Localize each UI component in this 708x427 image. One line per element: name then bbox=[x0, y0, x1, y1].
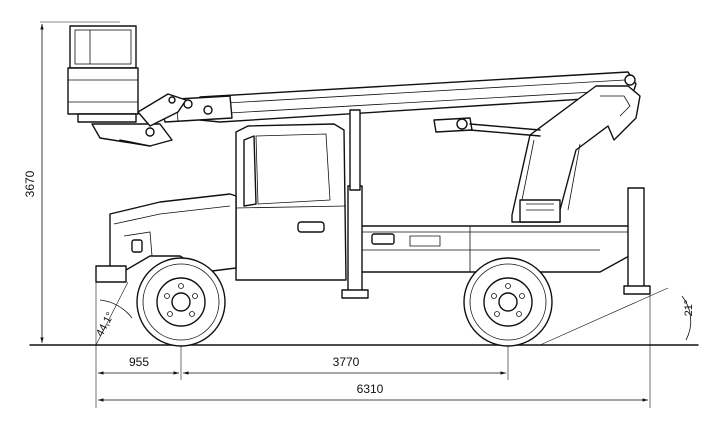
wheelbase-dimension: 3770 bbox=[183, 355, 506, 375]
lift-cylinder bbox=[433, 117, 541, 137]
chassis-frame bbox=[351, 225, 641, 273]
lift-column bbox=[511, 85, 641, 223]
overall-length-dimension: 6310 bbox=[98, 382, 648, 402]
rear-outrigger bbox=[623, 187, 651, 295]
front-wheel bbox=[136, 257, 226, 347]
rear-wheel bbox=[463, 257, 553, 347]
approach-angle-value: 44,1° bbox=[94, 310, 117, 338]
engine-hood bbox=[95, 193, 237, 283]
front-outrigger bbox=[341, 109, 369, 299]
bucket-linkage bbox=[91, 93, 187, 147]
truck-cab bbox=[235, 123, 347, 281]
height-value: 3670 bbox=[23, 170, 37, 197]
work-bucket bbox=[67, 25, 139, 123]
height-dimension: 3670 bbox=[23, 21, 120, 343]
wheelbase-value: 3770 bbox=[333, 355, 360, 369]
approach-angle: 44,1° bbox=[94, 281, 133, 346]
departure-angle-value: 21° bbox=[683, 300, 695, 317]
overall-length-value: 6310 bbox=[357, 382, 384, 396]
departure-angle: 21° bbox=[539, 287, 695, 346]
front-overhang-dimension: 955 bbox=[98, 355, 179, 375]
front-overhang-value: 955 bbox=[129, 355, 149, 369]
